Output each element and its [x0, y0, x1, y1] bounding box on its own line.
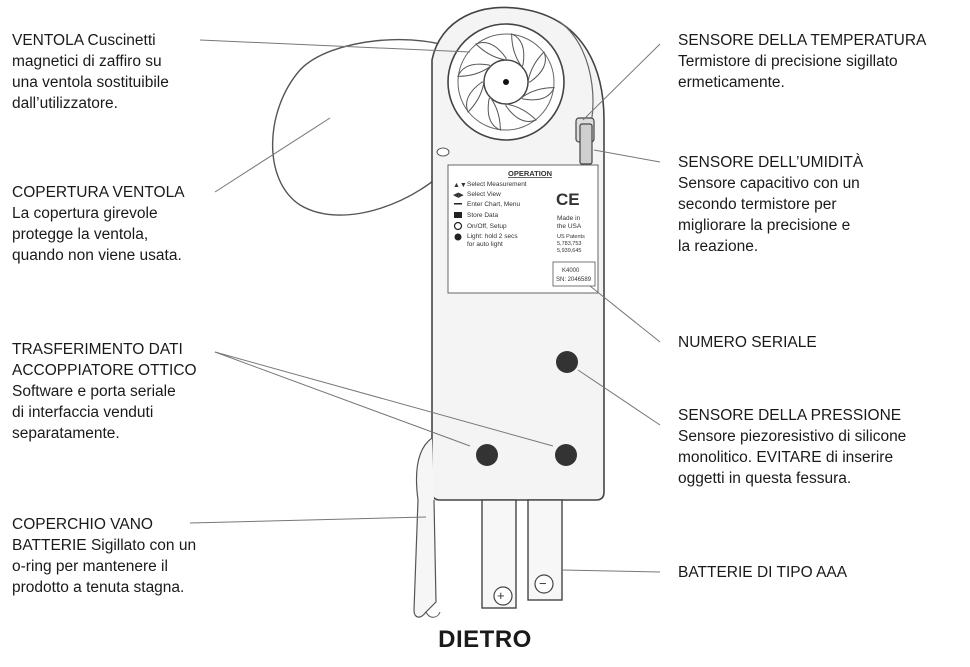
patents-0: US Patents: [557, 234, 585, 240]
svg-text:+: +: [497, 588, 505, 603]
ce-mark: CE: [556, 190, 580, 209]
label-line-4: On/Off, Setup: [467, 223, 507, 230]
patents-2: 5,939,645: [557, 248, 581, 254]
made-in-0: Made in: [557, 215, 581, 222]
label-line-6: for auto light: [467, 241, 503, 248]
label-line-1: Select View: [467, 191, 501, 198]
callout-umidita: SENSORE DELL’UMIDITÀ Sensore capacitivo …: [678, 154, 864, 255]
leader-lines: [189, 39, 661, 573]
batteries: + −: [481, 499, 563, 609]
label-title: OPERATION: [508, 169, 552, 178]
made-in-1: the USA: [557, 223, 582, 230]
label-line-3: Store Data: [467, 212, 498, 219]
callout-trasferimento: TRASFERIMENTO DATI ACCOPPIATORE OTTICO S…: [12, 341, 197, 442]
patents-1: 5,783,753: [557, 241, 581, 247]
svg-text:◀▶: ◀▶: [453, 192, 464, 199]
label-line-0: Select Measurement: [467, 181, 527, 188]
callout-seriale: NUMERO SERIALE: [678, 334, 817, 351]
svg-text:▲▼: ▲▼: [453, 182, 467, 189]
optical-coupler-right: [555, 444, 577, 466]
callout-temperatura: SENSORE DELLA TEMPERATURA Termistore di …: [678, 32, 927, 91]
label-icons: ▲▼ ◀▶: [453, 182, 467, 241]
pressure-port: [556, 351, 578, 373]
svg-text:−: −: [539, 576, 547, 591]
serial-0: K4000: [562, 268, 580, 274]
callout-pressione: SENSORE DELLA PRESSIONE Sensore piezores…: [678, 407, 907, 487]
optical-coupler-left: [476, 444, 498, 466]
callout-batterie: BATTERIE DI TIPO AAA: [678, 564, 848, 581]
label-line-5: Light: hold 2 secs: [467, 233, 518, 240]
view-caption: DIETRO: [438, 626, 532, 653]
callout-coperchio: COPERCHIO VANO BATTERIE Sigillato con un…: [12, 516, 197, 596]
fan: [447, 23, 565, 141]
label-line-2: Enter Chart, Menu: [467, 201, 520, 208]
callout-copertura: COPERTURA VENTOLA La copertura girevole …: [12, 184, 185, 264]
humidity-sensor: [579, 123, 593, 165]
serial-1: SN: 2046589: [556, 277, 592, 283]
battery-door: [413, 437, 437, 618]
callout-ventola: VENTOLA Cuscinetti magnetici di zaffiro …: [12, 32, 169, 112]
serial-box: [552, 261, 596, 287]
